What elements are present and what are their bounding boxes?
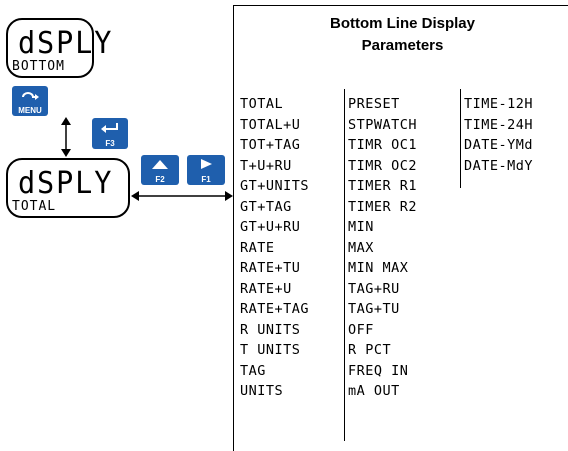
list-item: UNITS	[240, 383, 284, 399]
list-item: TIME-12H	[464, 96, 534, 112]
list-item: MIN	[348, 219, 374, 235]
list-item: TAG+TU	[348, 301, 400, 317]
list-item: TOT+TAG	[240, 137, 301, 153]
up-arrow-icon	[152, 160, 168, 169]
list-item: TOTAL+U	[240, 116, 301, 133]
panel-title-line2: Parameters	[361, 37, 444, 54]
top-display-main-text: dSPLY	[18, 26, 114, 61]
list-item: TAG	[240, 362, 266, 379]
top-display-sub-text: BOTTOM	[12, 59, 65, 74]
f3-key-label: F3	[105, 139, 115, 148]
list-item: TIMR OC2	[348, 157, 418, 174]
column-divider	[344, 89, 345, 441]
f2-key-label: F2	[155, 175, 165, 184]
f1-button[interactable]: F1	[187, 155, 225, 185]
lower-display-main-text: dSPLY	[18, 166, 114, 201]
list-item: TAG+RU	[348, 280, 400, 297]
menu-key-label: MENU	[18, 106, 42, 115]
panel-title-line1: Bottom Line Display	[329, 15, 475, 32]
list-item: TIMR OC1	[348, 137, 418, 153]
parameter-column-1: TOTAL TOTAL+U TOT+TAG T+U+RU GT+UNITS GT…	[240, 94, 309, 402]
enter-arrow-icon	[101, 123, 118, 133]
list-item: PRESET	[348, 96, 400, 112]
list-item: GT+U+RU	[240, 219, 301, 235]
list-item: DATE-MdY	[464, 157, 534, 174]
parameter-column-2: PRESET STPWATCH TIMR OC1 TIMR OC2 TIMER …	[348, 94, 417, 402]
list-item: OFF	[348, 321, 374, 338]
f3-button[interactable]: F3	[92, 118, 128, 149]
list-item: R UNITS	[240, 321, 301, 338]
horizontal-double-arrow-icon	[131, 191, 233, 201]
menu-button[interactable]: MENU	[12, 86, 48, 116]
menu-icon	[22, 92, 39, 100]
list-item: RATE+TU	[240, 260, 301, 276]
list-item: R PCT	[348, 342, 392, 358]
list-item: GT+TAG	[240, 198, 292, 215]
lower-display-sub-text: TOTAL	[12, 199, 57, 214]
top-lcd-display: dSPLY BOTTOM	[6, 18, 111, 78]
list-item: STPWATCH	[348, 116, 418, 133]
list-item: TIMER R1	[348, 178, 418, 194]
column-divider	[460, 89, 461, 188]
list-item: DATE-YMd	[464, 137, 534, 153]
list-item: T+U+RU	[240, 157, 292, 174]
right-arrow-icon	[201, 159, 212, 169]
list-item: T UNITS	[240, 342, 301, 358]
list-item: mA OUT	[348, 383, 400, 399]
list-item: TIME-24H	[464, 116, 534, 133]
lower-lcd-display: dSPLY TOTAL	[6, 158, 130, 218]
parameters-panel: Bottom Line Display Parameters TOTAL TOT…	[233, 5, 568, 451]
list-item: TOTAL	[240, 96, 284, 112]
list-item: TIMER R2	[348, 198, 418, 215]
f1-key-label: F1	[201, 175, 211, 184]
list-item: GT+UNITS	[240, 178, 310, 194]
list-item: MIN MAX	[348, 260, 409, 276]
f2-button[interactable]: F2	[141, 155, 179, 185]
parameter-column-3: TIME-12H TIME-24H DATE-YMd DATE-MdY	[464, 94, 533, 176]
list-item: RATE+TAG	[240, 301, 310, 317]
vertical-double-arrow-icon	[61, 117, 71, 157]
list-item: MAX	[348, 239, 374, 256]
list-item: RATE+U	[240, 280, 292, 297]
list-item: RATE	[240, 239, 275, 256]
list-item: FREQ IN	[348, 362, 409, 379]
